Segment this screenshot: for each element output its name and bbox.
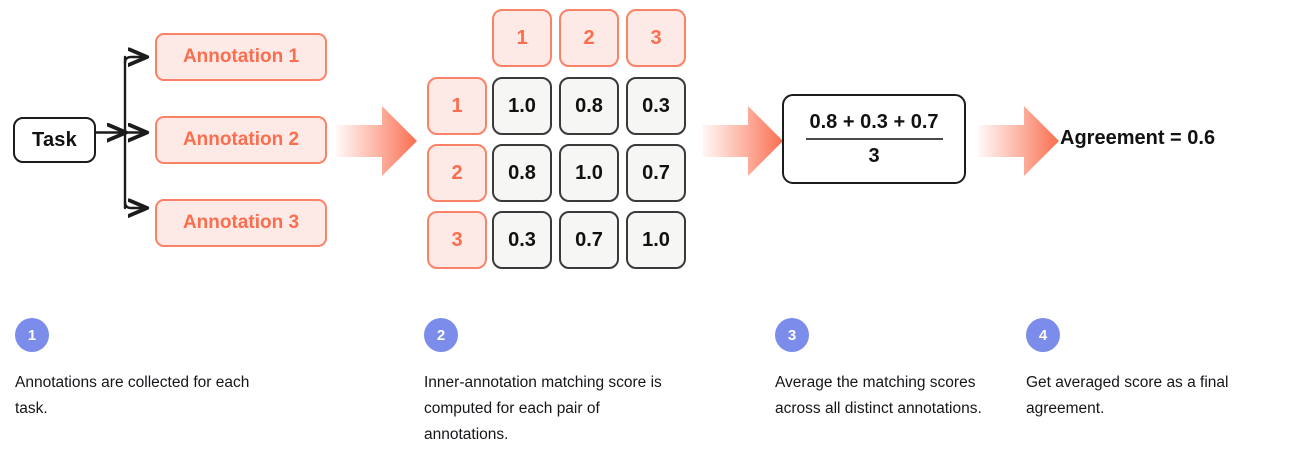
formula-numerator: 0.8 + 0.3 + 0.7	[805, 111, 943, 140]
matrix-cell: 0.3	[492, 211, 552, 269]
matrix-cell: 1.0	[559, 144, 619, 202]
matrix-col-header-3: 3	[626, 9, 686, 67]
step-text-1: Annotations are collected for each task.	[15, 374, 250, 417]
branch-connector-svg	[95, 25, 160, 240]
matrix-col-header-2: 2	[559, 9, 619, 67]
task-node: Task	[13, 117, 96, 163]
matrix-cell: 0.8	[559, 77, 619, 135]
step-badge-2: 2	[424, 318, 458, 352]
step-badge-1: 1	[15, 318, 49, 352]
matrix-col-header-1: 1	[492, 9, 552, 67]
step-badge-4: 4	[1026, 318, 1060, 352]
matrix-cell: 0.8	[492, 144, 552, 202]
annotation-box-1[interactable]: Annotation 1	[155, 33, 327, 81]
agreement-result: Agreement = 0.6	[1060, 127, 1216, 149]
annotation-box-2[interactable]: Annotation 2	[155, 116, 327, 164]
step-text-4: Get averaged score as a final agreement.	[1026, 374, 1229, 417]
step-text-3: Average the matching scores across all d…	[775, 374, 982, 417]
matrix-row-header-2: 2	[427, 144, 487, 202]
annotation-box-3[interactable]: Annotation 3	[155, 199, 327, 247]
matrix-cell: 0.3	[626, 77, 686, 135]
average-formula-box: 0.8 + 0.3 + 0.7 3	[782, 94, 966, 184]
step-4: 4 Get averaged score as a final agreemen…	[1026, 318, 1276, 422]
matrix-row-header-1: 1	[427, 77, 487, 135]
matrix-row-header-3: 3	[427, 211, 487, 269]
matrix-cell: 1.0	[492, 77, 552, 135]
flow-arrow-3-icon	[978, 104, 1060, 178]
step-3: 3 Average the matching scores across all…	[775, 318, 1025, 422]
matrix-cell: 0.7	[559, 211, 619, 269]
step-badge-3: 3	[775, 318, 809, 352]
flow-arrow-1-icon	[336, 104, 418, 178]
step-text-2: Inner-annotation matching score is compu…	[424, 374, 662, 443]
flow-arrow-2-icon	[702, 104, 784, 178]
formula-denominator: 3	[868, 144, 880, 167]
branch-connector	[90, 25, 160, 240]
matrix-cell: 1.0	[626, 211, 686, 269]
step-2: 2 Inner-annotation matching score is com…	[424, 318, 674, 448]
matrix-cell: 0.7	[626, 144, 686, 202]
step-1: 1 Annotations are collected for each tas…	[15, 318, 265, 422]
